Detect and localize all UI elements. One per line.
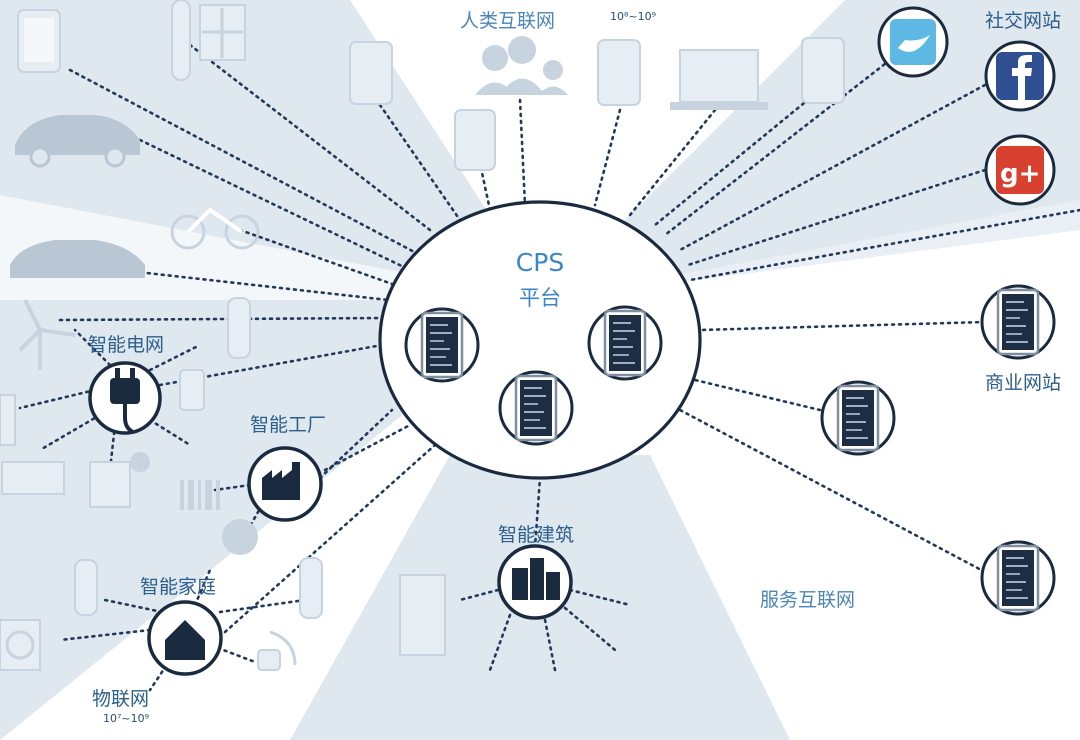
smart-grid-label: 智能电网 — [88, 334, 165, 356]
bicycle-icon — [170, 207, 260, 250]
display-icon — [1, 461, 65, 495]
server-icon — [587, 305, 663, 381]
social-sites-label: 社交网站 — [985, 10, 1062, 32]
server-icon — [980, 284, 1056, 360]
cps-platform-hub — [378, 200, 702, 480]
tools-icon — [222, 519, 258, 555]
svg-text:g+: g+ — [1000, 159, 1040, 189]
phone-icon-4 — [801, 37, 845, 104]
charger-icon-2 — [299, 557, 323, 619]
electric-car-icon — [15, 115, 140, 155]
electric-car-icon-2 — [10, 240, 145, 278]
wind-turbine-icon — [18, 299, 76, 370]
human-internet-scale: 10⁸~10⁹ — [610, 10, 657, 23]
hub-servers — [404, 305, 663, 446]
twitter-icon — [877, 6, 949, 78]
social-icons: g+ — [877, 6, 1056, 206]
sun-icon — [130, 452, 150, 472]
server-icon — [820, 380, 896, 456]
smart-home-label: 智能家庭 — [140, 576, 217, 598]
server-icon — [980, 540, 1056, 616]
iot-scale: 10⁷~10⁹ — [103, 712, 150, 725]
server-icon — [498, 370, 574, 446]
server-icon — [404, 307, 480, 383]
charger-icon — [227, 297, 251, 359]
plug-icon — [88, 361, 162, 435]
cps-subtitle: 平台 — [519, 286, 561, 310]
laptop-icon — [679, 49, 759, 103]
facebook-icon — [984, 40, 1056, 112]
house-icon — [147, 600, 223, 676]
google-plus-icon: g+ — [984, 134, 1056, 206]
commercial-sites-label: 商业网站 — [985, 372, 1062, 394]
panel-icon — [89, 461, 131, 508]
phone-icon-3 — [597, 39, 641, 106]
door-icon — [399, 574, 446, 656]
smart-building-label: 智能建筑 — [498, 524, 575, 546]
people-icon — [475, 36, 568, 95]
phone-icon-2 — [454, 109, 496, 171]
battery-icon — [179, 369, 205, 411]
alarm-icon — [257, 649, 281, 671]
commercial-servers — [820, 284, 1056, 616]
service-internet-label: 服务互联网 — [760, 589, 856, 611]
barcode-icon — [180, 480, 220, 510]
building-icon — [497, 544, 573, 620]
smart-factory-label: 智能工厂 — [250, 414, 327, 436]
cps-title: CPS — [515, 248, 565, 277]
tablet-icon — [349, 41, 393, 105]
thermometer-icon — [171, 0, 191, 81]
iot-label: 物联网 — [92, 688, 150, 710]
meter-icon — [0, 394, 16, 446]
factory-icon — [247, 446, 323, 522]
ghost-devices — [0, 0, 845, 671]
human-internet-label: 人类互联网 — [460, 10, 556, 32]
light-icon — [74, 559, 98, 616]
